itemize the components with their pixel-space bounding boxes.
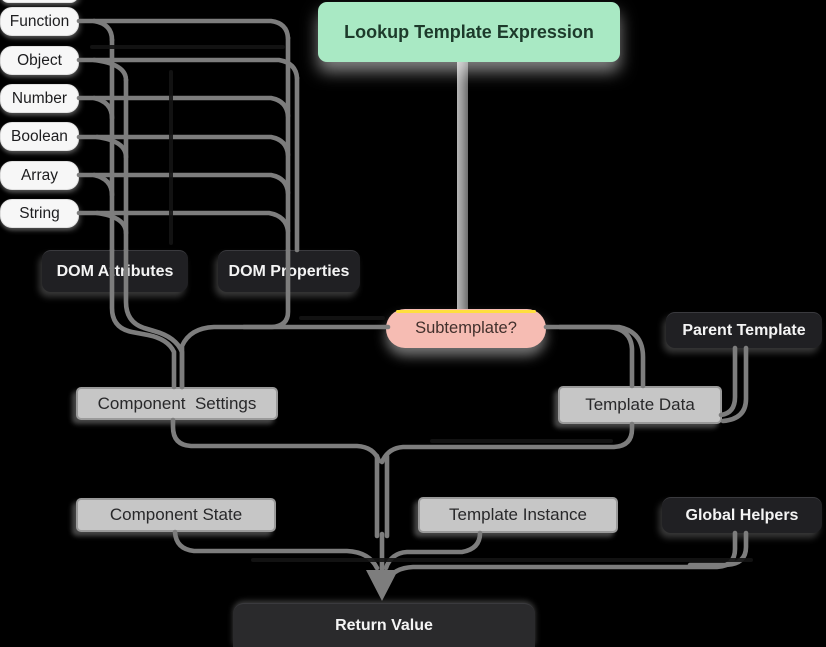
node-lookup-template-expression: Lookup Template Expression <box>318 2 620 62</box>
node-return-value: Return Value <box>233 603 535 647</box>
node-global-helpers: Global Helpers <box>662 497 822 533</box>
node-component-settings-label: Component Settings <box>97 393 257 413</box>
node-component-state-label: Component State <box>109 505 243 524</box>
node-subtemplate-label: Subtemplate? <box>415 319 517 337</box>
node-string-label: String <box>19 204 60 222</box>
node-function-label: Function <box>9 12 70 30</box>
node-dom-attributes-label: DOM Attributes <box>56 262 174 280</box>
node-dom-properties-label: DOM Properties <box>228 262 350 280</box>
node-component-state: Component State <box>76 498 276 532</box>
node-dom-attributes: DOM Attributes <box>42 250 188 292</box>
node-global-helpers-label: Global Helpers <box>685 506 799 524</box>
node-template-instance: Template Instance <box>418 497 618 533</box>
node-template-data-label: Template Data <box>585 395 695 414</box>
node-function: Function <box>0 7 79 36</box>
node-dom-properties: DOM Properties <box>218 250 360 292</box>
node-number: Number <box>0 84 79 113</box>
node-boolean-label: Boolean <box>11 127 68 145</box>
node-parent-template-label: Parent Template <box>682 321 806 339</box>
node-array: Array <box>0 161 79 190</box>
subtemplate-accent-line <box>396 310 536 313</box>
node-array-label: Array <box>20 166 59 184</box>
node-template-instance-label: Template Instance <box>449 505 587 524</box>
node-boolean: Boolean <box>0 122 79 151</box>
node-return-value-label: Return Value <box>335 616 433 634</box>
node-component-settings: Component Settings <box>76 387 278 420</box>
edge-shadow-lines <box>90 45 753 562</box>
node-number-label: Number <box>11 89 68 107</box>
node-clipped-top <box>0 0 79 3</box>
node-template-data: Template Data <box>558 386 722 424</box>
node-string: String <box>0 199 79 228</box>
node-subtemplate-decision: Subtemplate? <box>386 309 546 348</box>
node-object: Object <box>0 46 79 75</box>
arrowhead-return-value <box>366 570 398 601</box>
node-object-label: Object <box>17 51 62 69</box>
node-lookup-label: Lookup Template Expression <box>344 21 594 42</box>
node-parent-template: Parent Template <box>666 312 822 348</box>
edge-lookup-to-subtemplate-bar <box>457 62 468 310</box>
